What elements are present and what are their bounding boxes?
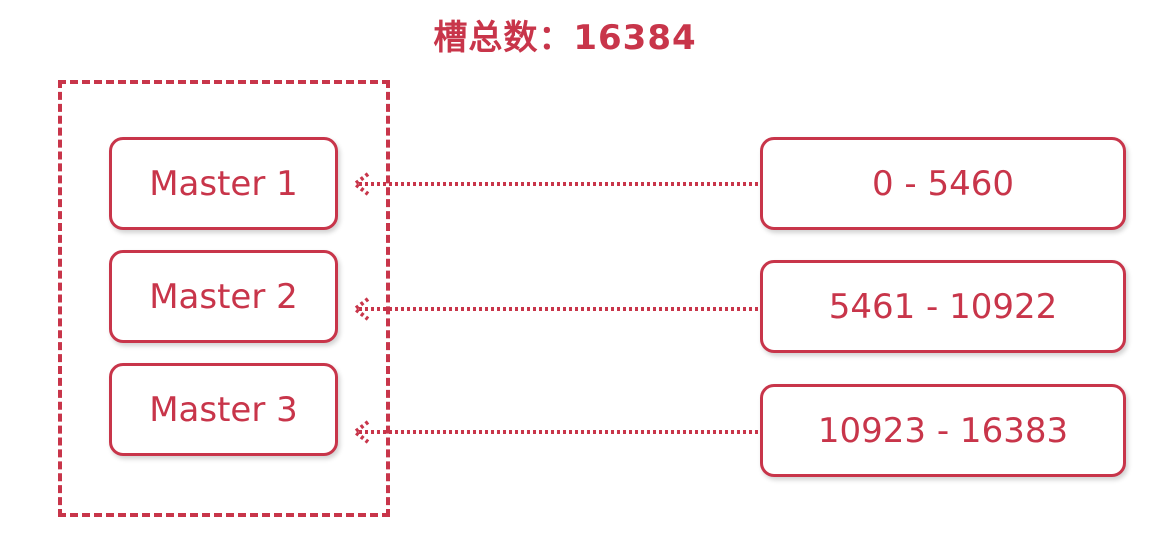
master-cluster-boundary bbox=[58, 80, 390, 517]
slot-range-box-3: 10923 - 16383 bbox=[760, 384, 1126, 477]
slot-range-label-1: 0 - 5460 bbox=[871, 163, 1015, 204]
master-node-2: Master 2 bbox=[109, 250, 338, 343]
slot-range-box-1: 0 - 5460 bbox=[760, 137, 1126, 230]
master-node-1-label: Master 1 bbox=[149, 163, 298, 204]
master-node-2-label: Master 2 bbox=[149, 276, 298, 317]
master-node-3-label: Master 3 bbox=[149, 389, 298, 430]
arrow-2 bbox=[351, 297, 758, 321]
arrow-1 bbox=[351, 172, 758, 196]
slot-range-label-2: 5461 - 10922 bbox=[828, 286, 1058, 327]
arrow-3 bbox=[351, 420, 758, 444]
slot-range-box-2: 5461 - 10922 bbox=[760, 260, 1126, 353]
master-node-1: Master 1 bbox=[109, 137, 338, 230]
master-node-3: Master 3 bbox=[109, 363, 338, 456]
diagram-title: 槽总数：16384 bbox=[433, 18, 697, 58]
slot-range-label-3: 10923 - 16383 bbox=[817, 410, 1069, 451]
